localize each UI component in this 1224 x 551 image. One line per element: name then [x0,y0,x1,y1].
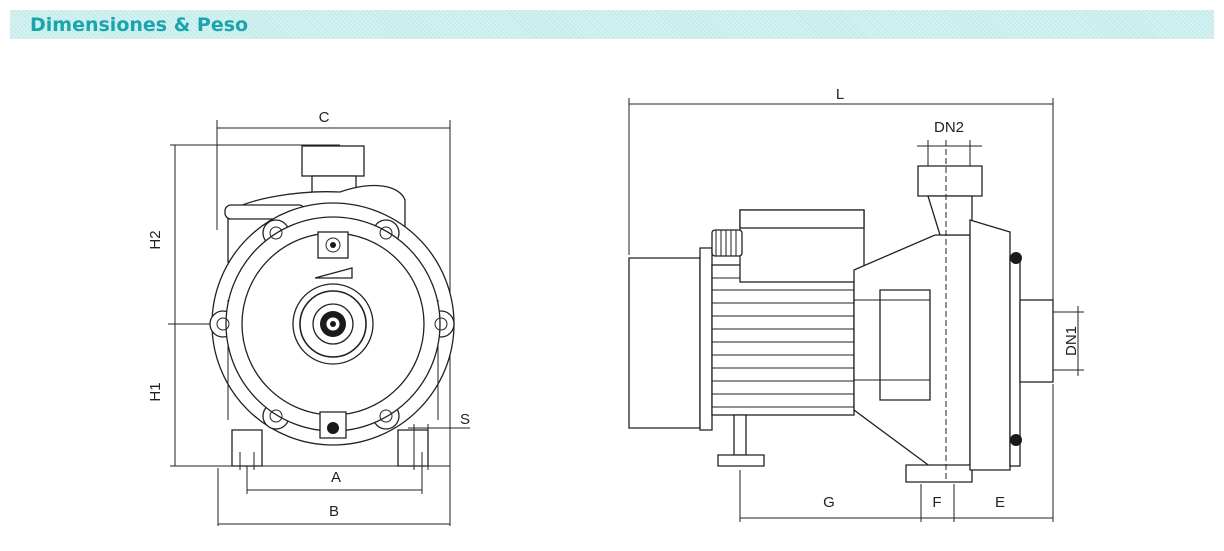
dim-label-h2: H2 [147,230,164,249]
dim-label-e: E [995,494,1005,511]
dim-label-dn1: DN1 [1063,326,1080,356]
dim-label-l: L [836,86,844,103]
section-header: Dimensiones & Peso [10,10,1214,39]
dim-label-a: A [331,469,341,486]
dim-label-b: B [329,503,339,520]
dim-label-h1: H1 [147,382,164,401]
dim-label-s: S [460,411,470,428]
front-view: C H2 H1 S A B [147,109,470,526]
dim-label-c: C [319,109,330,126]
side-view: L DN2 DN1 G F E [628,86,1084,522]
dim-label-g: G [823,494,835,511]
dim-label-dn2: DN2 [934,119,964,136]
dim-label-f: F [932,494,941,511]
section-title: Dimensiones & Peso [30,14,249,36]
